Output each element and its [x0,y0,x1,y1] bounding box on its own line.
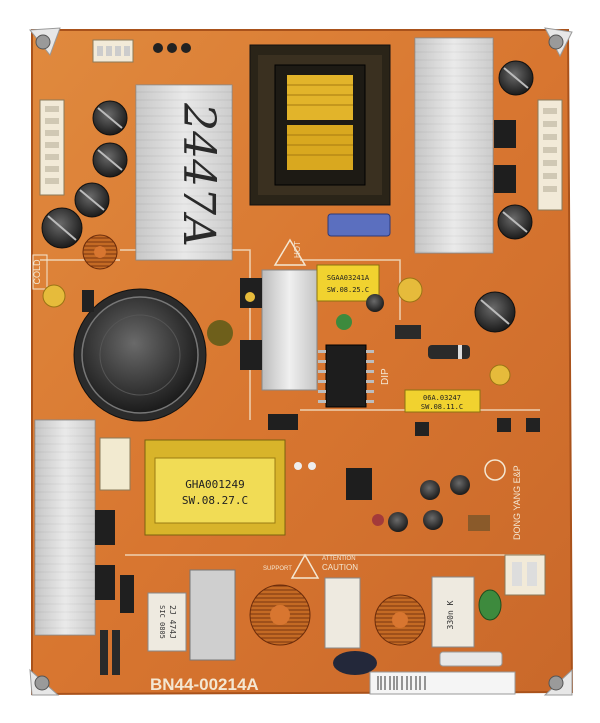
misc-components [82,290,540,675]
bulk-capacitor [73,288,207,422]
right-connector [537,99,563,211]
small-ic [346,468,372,500]
svg-text:CAUTION: CAUTION [322,563,358,572]
film-capacitor-left: 2J 474J SIC 0805 [147,592,187,652]
top-left-connector [92,39,191,63]
svg-text:2J 474J: 2J 474J [168,605,177,639]
disc-capacitor [333,651,377,675]
svg-text:SW.08.27.C: SW.08.27.C [182,494,248,507]
ic-label-sticker: SGAA03241A SW.08.25.C [316,264,380,302]
ac-connector [504,554,546,596]
svg-text:SUPPORT: SUPPORT [263,566,292,572]
capacitors-right [474,60,534,333]
blue-capacitor [327,213,391,237]
svg-text:COLD: COLD [32,259,42,285]
dip-ic [318,344,374,408]
fuse [439,651,503,667]
svg-text:GHA001249: GHA001249 [185,478,245,491]
handwritten-marking: 2447A [173,102,224,247]
mounting-holes [29,27,573,696]
diode [428,345,470,359]
cold-label: COLD [32,254,48,290]
svg-text:SW.08.11.C: SW.08.11.C [421,403,463,411]
svg-text:06A.03247: 06A.03247 [423,394,461,402]
chip-label-sticker: 06A.03247 SW.08.11.C [404,389,481,413]
coil-small-left [82,234,118,270]
film-capacitor-right: 330n K [431,576,475,648]
main-transformer [249,44,391,206]
common-mode-choke-frame [189,569,236,661]
coil-bottom-right [374,594,426,646]
coil-bottom-left [249,584,311,646]
green-capacitor [478,589,502,621]
heatsink-left-bottom [34,419,115,636]
svg-text:SIC 0805: SIC 0805 [158,605,166,639]
barcode-label [369,671,516,695]
capacitors-top-left [41,100,128,249]
film-capacitor-middle [324,577,361,649]
brand-name: DONG YANG E&P [512,465,522,540]
svg-text:SW.08.25.C: SW.08.25.C [327,286,369,294]
small-relay [99,437,131,491]
standby-transformer: GHA001249 SW.08.27.C [144,439,286,536]
brand-logo: DONG YANG E&P [484,459,522,540]
heatsink-middle [240,269,318,391]
yellow-components [42,277,511,386]
hot-label: HOT [273,238,307,266]
svg-text:330n K: 330n K [446,600,455,629]
svg-text:SGAA03241A: SGAA03241A [327,274,370,282]
left-connector [39,99,65,196]
dip-label: DIP [380,368,391,385]
svg-text:HOT: HOT [293,241,302,258]
heatsink-left-top: 2447A [135,84,233,261]
caution-label: CAUTION ATTENTION SUPPORT [263,553,358,579]
heatsink-right-top [414,37,494,254]
svg-text:DIP: DIP [380,368,391,385]
part-number: BN44-00214A [150,675,259,694]
svg-text:ATTENTION: ATTENTION [322,556,356,562]
